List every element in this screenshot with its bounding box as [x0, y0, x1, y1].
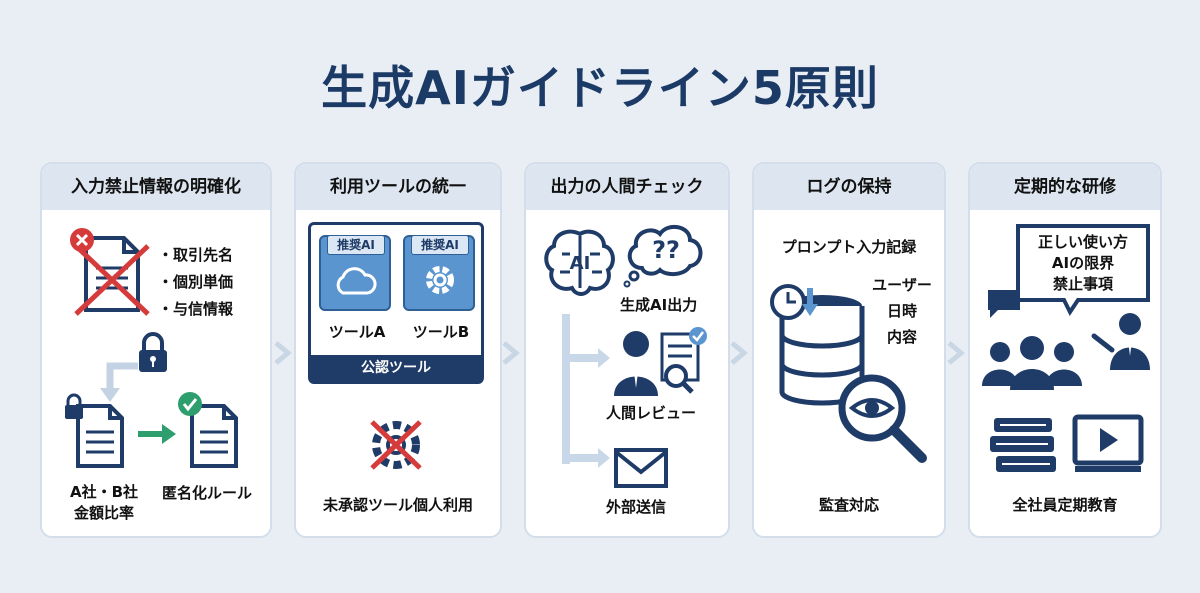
- tool-b-label: ツールB: [412, 323, 470, 341]
- audit-caption: 監査対応: [818, 496, 879, 514]
- books-icon: [990, 418, 1056, 472]
- anonymize-rule-label: 匿名化ルール: [162, 484, 253, 502]
- thought-bubble-icon: ??: [623, 224, 703, 288]
- approved-tools-frame: 推奨AI 推奨AI ツールA ツールB 公認ツール: [308, 222, 484, 384]
- training-topics: 正しい使い方 AIの限界 禁止事項: [1018, 232, 1148, 295]
- training-topic: 禁止事項: [1052, 275, 1113, 293]
- card-header: 入力禁止情報の明確化: [42, 164, 270, 210]
- human-review-label: 人間レビュー: [606, 404, 697, 422]
- card-header: 出力の人間チェック: [526, 164, 728, 210]
- video-player-icon: [1072, 414, 1144, 472]
- tool-a-label: ツールA: [328, 323, 386, 341]
- chevron-right-icon: [947, 341, 965, 365]
- card-tool-unification: 利用ツールの統一 推奨AI 推奨AI ツールA ツールB 公認ツール 未承認ツー…: [294, 162, 502, 538]
- log-fields: ユーザー 日時 内容: [862, 272, 942, 350]
- magnifier-eye-icon: [838, 374, 927, 463]
- page-title: 生成AIガイドライン5原則: [321, 61, 879, 115]
- external-send-label: 外部送信: [606, 498, 667, 516]
- recommended-tag: 推奨AI: [327, 235, 385, 255]
- cloud-icon: [336, 267, 377, 295]
- question-marks: ??: [652, 236, 680, 264]
- chevron-right-icon: [274, 341, 292, 365]
- recommended-tag: 推奨AI: [411, 235, 469, 255]
- card-header: ログの保持: [754, 164, 944, 210]
- arrow-right-icon: [138, 424, 176, 444]
- chevron-right-icon: [502, 341, 520, 365]
- chat-bubble-icon: [988, 290, 1020, 318]
- brain-label: AI: [570, 253, 591, 274]
- tool-a-tile: 推奨AI: [319, 235, 391, 311]
- list-item: ・与信情報: [158, 300, 234, 318]
- card-training: 定期的な研修 正しい使い方 AIの限界 禁止事項 全社員定期教育: [968, 162, 1162, 538]
- locked-document-icon: [65, 393, 124, 468]
- prohibited-gear-icon: [370, 420, 422, 470]
- card-human-check: 出力の人間チェック AI ?? 生成AI出力 人間レビュー 外部送信: [524, 162, 730, 538]
- approved-tools-band: 公認ツール: [311, 355, 481, 381]
- reviewer-icon: [614, 327, 707, 396]
- card-input-restriction: 入力禁止情報の明確化 ・取引先名 ・個別単価 ・与信情報: [40, 162, 272, 538]
- list-item: ・個別単価: [158, 273, 234, 291]
- audience-icon: [982, 313, 1150, 390]
- card-header: 利用ツールの統一: [296, 164, 500, 210]
- ai-brain-icon: AI: [544, 229, 615, 296]
- gear-icon: [426, 266, 454, 294]
- tool-b-tile: 推奨AI: [403, 235, 475, 311]
- card-header: 定期的な研修: [970, 164, 1160, 210]
- card-log-retention: ログの保持 プロンプト入力記録 ユーザー 日時 内容 監査対応: [752, 162, 946, 538]
- log-field: ユーザー: [872, 276, 932, 294]
- training-topic: AIの限界: [1051, 254, 1115, 272]
- ai-output-label: 生成AI出力: [620, 296, 698, 314]
- all-employee-training-caption: 全社員定期教育: [1012, 496, 1118, 514]
- approved-document-icon: [178, 392, 238, 468]
- speech-bubble-icon: [1016, 224, 1150, 316]
- list-item: ・取引先名: [158, 246, 234, 264]
- chevron-right-icon: [730, 341, 748, 365]
- arrow-down-left-icon: [100, 362, 138, 402]
- restricted-info-list: ・取引先名 ・個別単価 ・与信情報: [158, 242, 233, 323]
- unapproved-tools-caption: 未承認ツール個人利用: [322, 496, 473, 514]
- sensitive-data-label: A社・B社 金額比率: [69, 483, 139, 522]
- lock-icon: [139, 332, 167, 372]
- training-topic: 正しい使い方: [1037, 233, 1128, 251]
- prompt-log-title: プロンプト入力記録: [781, 238, 917, 256]
- mail-icon: [614, 448, 668, 488]
- forbidden-document-icon: [70, 228, 150, 316]
- log-field: 内容: [886, 328, 917, 346]
- flow-connector: [562, 314, 610, 468]
- log-field: 日時: [886, 302, 917, 320]
- database-icon: [770, 284, 865, 406]
